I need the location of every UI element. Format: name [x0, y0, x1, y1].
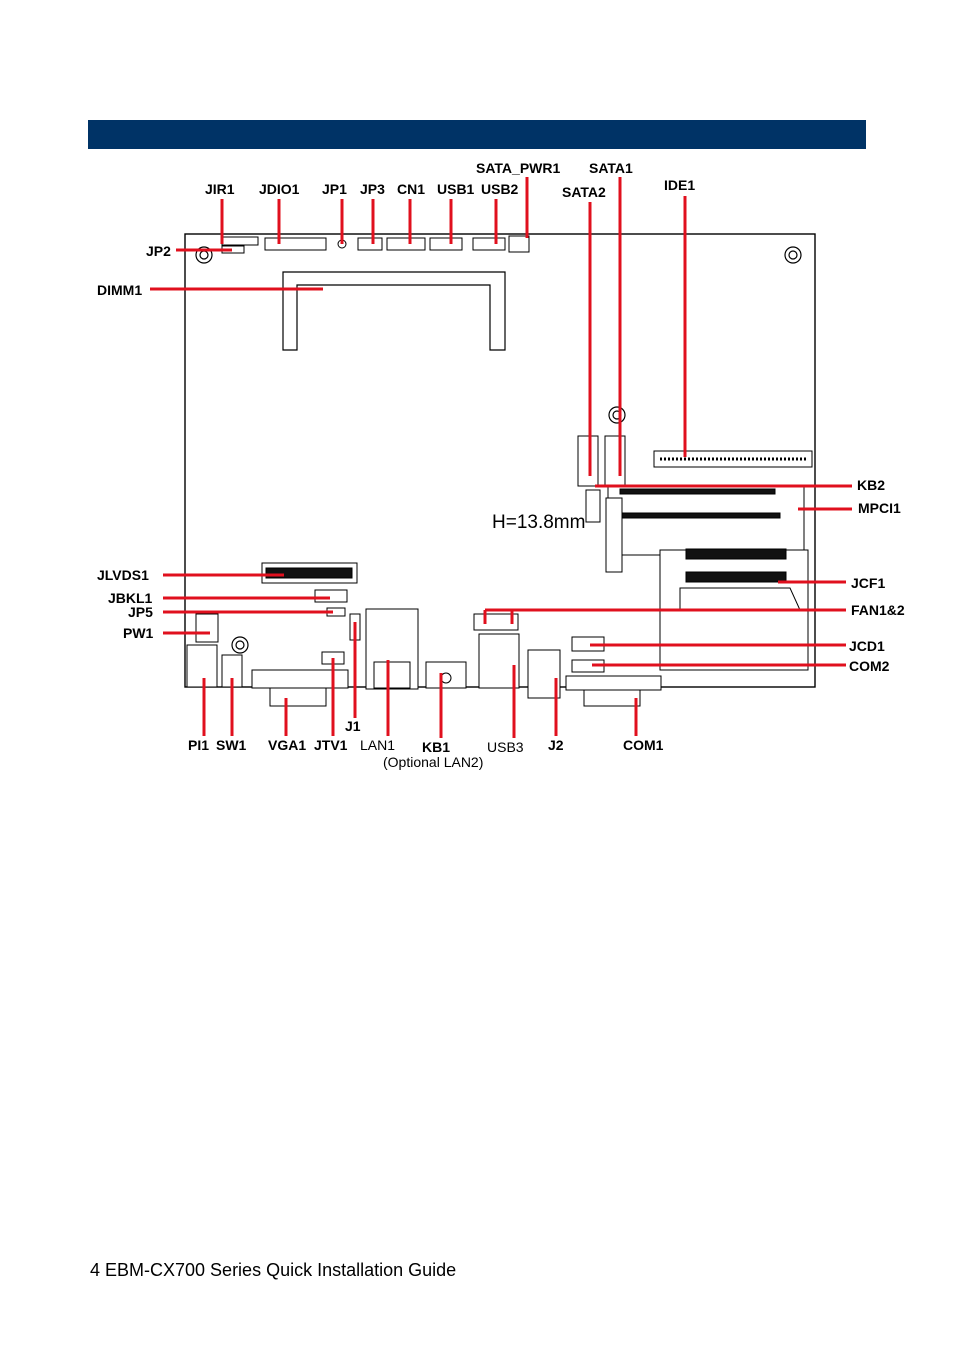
label-usb2: USB2	[481, 181, 519, 197]
label-jtv1: JTV1	[314, 737, 348, 753]
label-com2: COM2	[849, 658, 890, 674]
label-j1: J1	[345, 718, 361, 734]
label-jp2: JP2	[146, 243, 171, 259]
kb1-connector	[425, 661, 467, 689]
label-kb2: KB2	[857, 477, 885, 493]
dimm-slot	[282, 271, 506, 351]
leader-lines	[150, 177, 852, 738]
label-ide1: IDE1	[664, 177, 695, 193]
label-jp5: JP5	[128, 604, 153, 620]
label-usb3: USB3	[487, 739, 524, 755]
label-lan1: LAN1	[360, 737, 395, 753]
label-jcd1: JCD1	[849, 638, 885, 654]
power-connectors	[186, 613, 243, 688]
label-optional-lan2: (Optional LAN2)	[383, 754, 483, 770]
label-jbkl1: JBKL1	[108, 590, 153, 606]
label-sata2: SATA2	[562, 184, 606, 200]
label-kb1: KB1	[422, 739, 450, 755]
label-mpci1: MPCI1	[858, 500, 901, 516]
label-com1: COM1	[623, 737, 664, 753]
kb2-header	[585, 489, 601, 523]
label-jlvds1: JLVDS1	[97, 567, 149, 583]
mini-pci-slot	[605, 484, 805, 573]
label-sw1: SW1	[216, 737, 247, 753]
label-jir1: JIR1	[205, 181, 235, 197]
label-height-note: H=13.8mm	[492, 512, 585, 533]
top-header-connectors	[221, 235, 530, 254]
label-sata1: SATA1	[589, 160, 633, 176]
label-jp3: JP3	[360, 181, 385, 197]
section-header-bar	[88, 120, 866, 149]
page-footer: 4 EBM-CX700 Series Quick Installation Gu…	[90, 1260, 457, 1280]
com1-connector	[565, 675, 662, 707]
label-cn1: CN1	[397, 181, 425, 197]
label-jdio1: JDIO1	[259, 181, 300, 197]
label-j2: J2	[548, 737, 564, 753]
label-fan12: FAN1&2	[851, 602, 905, 618]
jbkl1-connector	[314, 589, 348, 603]
label-sata-pwr1: SATA_PWR1	[476, 160, 560, 176]
component-labels: SATA_PWR1 SATA1 SATA2 IDE1 JIR1 JDIO1 JP…	[97, 160, 905, 770]
lan-jack	[365, 608, 419, 690]
label-pi1: PI1	[188, 737, 209, 753]
vga-connector	[251, 669, 349, 707]
usb3-port	[478, 633, 520, 689]
label-jp1: JP1	[322, 181, 347, 197]
label-vga1: VGA1	[268, 737, 306, 753]
label-usb1: USB1	[437, 181, 475, 197]
label-jcf1: JCF1	[851, 575, 885, 591]
label-pw1: PW1	[123, 625, 154, 641]
label-dimm1: DIMM1	[97, 282, 142, 298]
